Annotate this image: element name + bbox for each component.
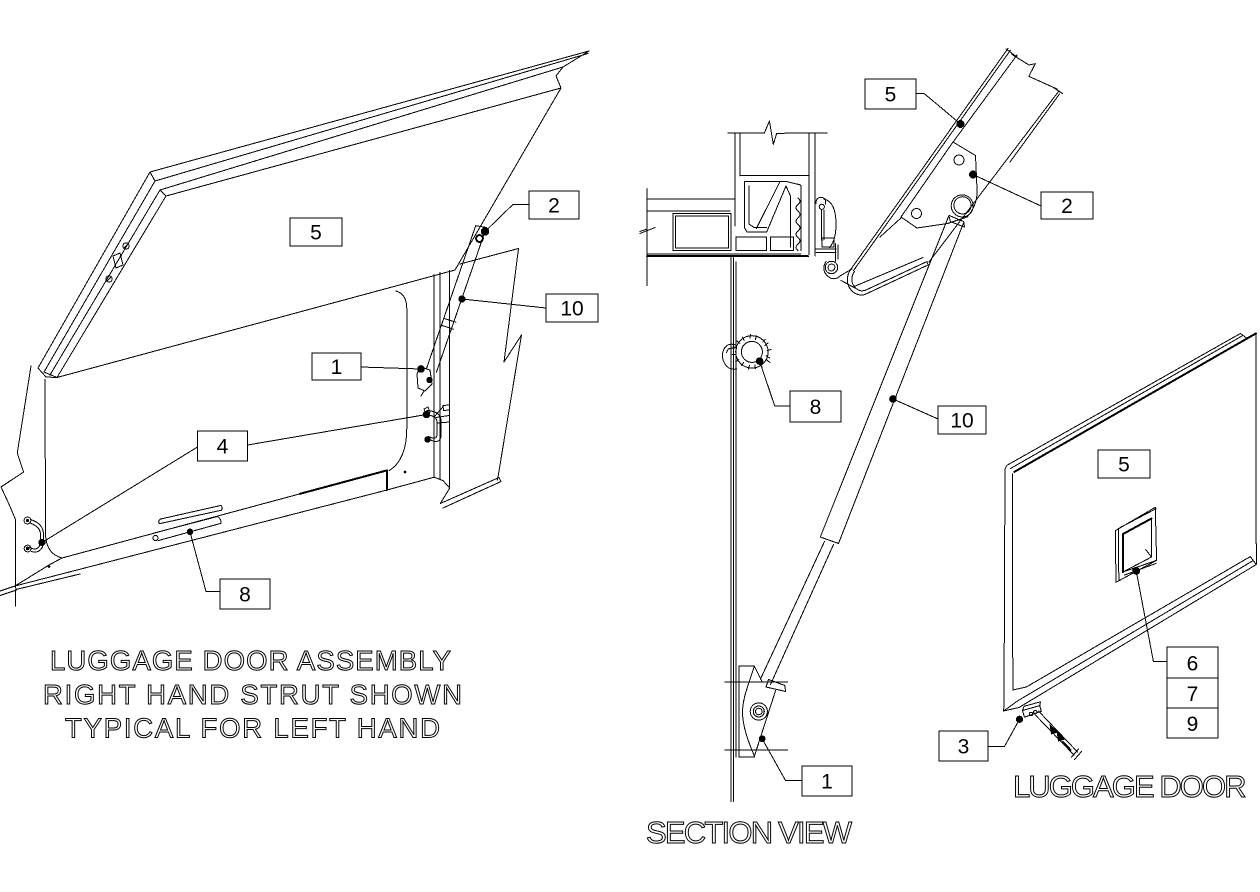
svg-text:LUGGAGE DOOR: LUGGAGE DOOR (1013, 769, 1248, 804)
svg-text:5: 5 (310, 222, 322, 245)
svg-text:SECTION VIEW: SECTION VIEW (646, 815, 853, 850)
svg-text:5: 5 (885, 84, 897, 107)
svg-text:8: 8 (810, 396, 822, 419)
svg-text:2: 2 (548, 195, 560, 218)
svg-text:LUGGAGE DOOR ASSEMBLY: LUGGAGE DOOR ASSEMBLY (50, 645, 452, 676)
svg-text:8: 8 (239, 584, 251, 607)
svg-text:3: 3 (958, 736, 970, 759)
svg-text:1: 1 (821, 771, 833, 794)
svg-text:5: 5 (1118, 454, 1130, 477)
svg-text:RIGHT HAND STRUT SHOWN: RIGHT HAND STRUT SHOWN (43, 679, 463, 710)
svg-text:10: 10 (950, 410, 973, 433)
svg-text:7: 7 (1187, 683, 1199, 706)
svg-text:2: 2 (1061, 195, 1073, 218)
svg-text:10: 10 (560, 298, 583, 321)
svg-text:TYPICAL FOR LEFT HAND: TYPICAL FOR LEFT HAND (65, 713, 441, 744)
svg-text:1: 1 (331, 356, 343, 379)
svg-text:6: 6 (1187, 653, 1199, 676)
svg-text:4: 4 (217, 436, 229, 459)
svg-text:9: 9 (1187, 713, 1199, 736)
